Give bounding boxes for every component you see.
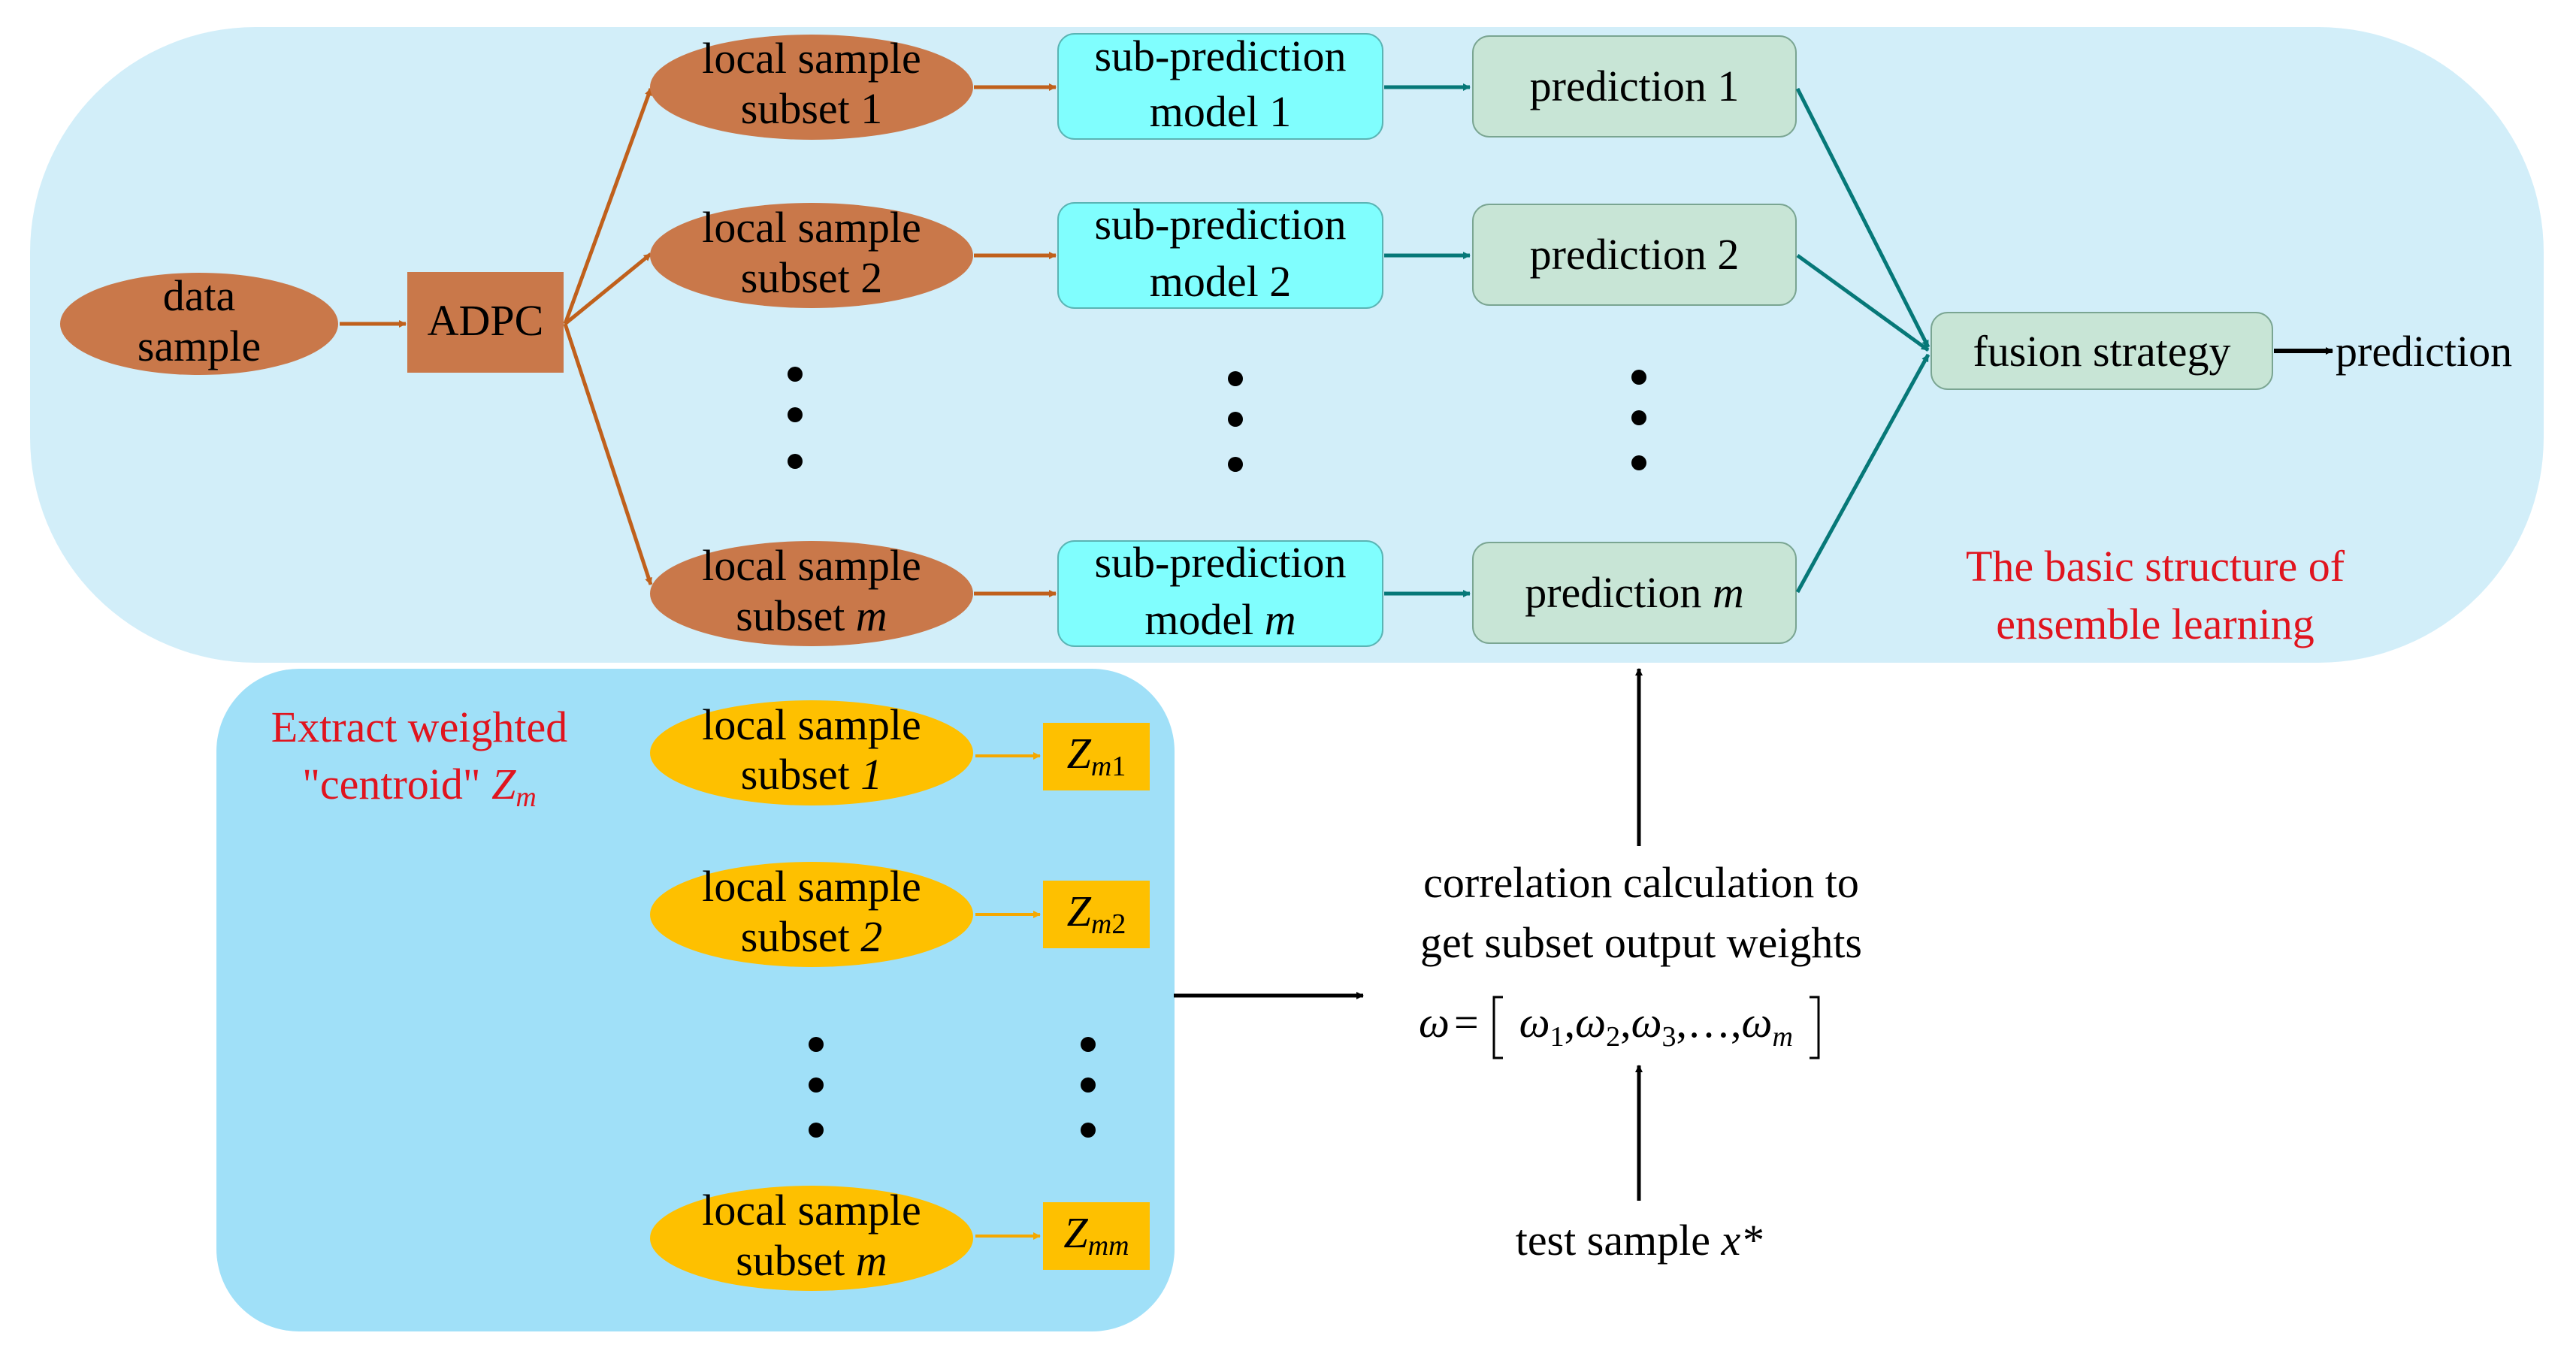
adpc-label: ADPC	[428, 296, 544, 345]
ensemble-subset-m: local sample subset m	[650, 541, 973, 646]
prediction-1-shape	[1472, 35, 1797, 138]
arrow-adpc-to-subset-2	[564, 252, 652, 325]
centroid-subset-1: local sample subset 1	[650, 700, 973, 805]
correlation-line1: correlation calculation to	[1423, 858, 1859, 907]
arrow-adpc-to-subset-1	[563, 88, 653, 325]
ensemble-caption-line2: ensemble learning	[1996, 600, 2314, 648]
prediction-m-label: prediction m	[1525, 568, 1744, 617]
centroid-subset-m: local sample subset m	[650, 1186, 973, 1291]
weight-formula: ω=ω1,ω2,ω3,…,ωm	[1419, 996, 1820, 1059]
centroid-caption-line2: "centroid" Zm	[302, 760, 537, 813]
z-box-m-label: Zmm	[1063, 1208, 1129, 1262]
z-box-2-label: Zm2	[1067, 887, 1126, 940]
ensemble-subset-m-line1: local sample	[702, 541, 921, 590]
ellipsis-dots-predictions	[1631, 370, 1646, 470]
centroid-subset-1-shape	[650, 700, 973, 805]
sub-prediction-model-m-shape	[1057, 540, 1383, 647]
ensemble-panel	[30, 27, 2544, 663]
centroid-subset-2-line1: local sample	[702, 862, 921, 911]
sub-prediction-model-m-line2: model m	[1144, 595, 1296, 644]
z-box-2: Zm2	[1043, 881, 1150, 948]
adpc-node: ADPC	[407, 272, 564, 373]
sub-prediction-model-2-line1: sub-prediction	[1094, 200, 1346, 249]
data-sample-label-line1: data	[163, 271, 236, 320]
centroid-subset-2-shape	[650, 862, 973, 967]
sub-prediction-model-2-shape	[1057, 202, 1383, 309]
arrow-prediction-1-to-fusion	[1795, 87, 1930, 349]
centroid-subset-m-shape	[650, 1186, 973, 1291]
ensemble-subset-1-line2: subset 1	[741, 84, 883, 133]
ensemble-subset-m-shape	[650, 541, 973, 646]
ellipsis-dots-models	[1228, 371, 1243, 472]
weight-formula-text: ω=ω1,ω2,ω3,…,ωm	[1419, 998, 1793, 1053]
sub-prediction-model-m: sub-prediction model m	[1057, 538, 1383, 647]
ensemble-subset-1-shape	[650, 35, 973, 140]
centroid-subset-2: local sample subset 2	[650, 862, 973, 967]
arrow-prediction-m-to-fusion	[1795, 353, 1930, 594]
sub-prediction-model-1-line1: sub-prediction	[1094, 32, 1346, 80]
ellipsis-dots-subsets	[788, 367, 803, 469]
sub-prediction-model-1-line2: model 1	[1150, 87, 1291, 136]
centroid-subset-m-line1: local sample	[702, 1186, 921, 1235]
ensemble-subset-2-line1: local sample	[702, 203, 921, 252]
correlation-line2: get subset output weights	[1420, 918, 1862, 967]
z-box-m-shape	[1043, 1202, 1150, 1270]
prediction-2-shape	[1472, 204, 1797, 306]
prediction-1-label: prediction 1	[1530, 62, 1740, 110]
fusion-strategy-node: fusion strategy	[1930, 312, 2273, 390]
prediction-m-node: prediction m	[1472, 542, 1797, 644]
final-prediction-label: prediction	[2336, 327, 2512, 376]
sub-prediction-model-1: sub-prediction model 1	[1057, 32, 1383, 140]
prediction-1-node: prediction 1	[1472, 35, 1797, 138]
centroid-panel	[216, 669, 1175, 1331]
centroid-subset-2-line2: subset 2	[741, 912, 883, 961]
centroid-subset-1-line2: subset 1	[741, 750, 883, 799]
z-box-1-shape	[1043, 723, 1150, 790]
z-box-m: Zmm	[1043, 1202, 1150, 1270]
data-sample-label-line2: sample	[138, 322, 261, 370]
prediction-m-shape	[1472, 542, 1797, 644]
prediction-2-label: prediction 2	[1530, 230, 1740, 279]
test-sample-label: test sample x*	[1516, 1216, 1763, 1265]
centroid-caption-line1: Extract weighted	[271, 703, 568, 751]
arrow-prediction-2-to-fusion	[1796, 253, 1930, 352]
z-box-1-label: Zm1	[1067, 729, 1126, 782]
ensemble-subset-2-shape	[650, 203, 973, 308]
fusion-strategy-shape	[1930, 312, 2273, 390]
weight-formula-left-bracket	[1492, 996, 1503, 1059]
adpc-shape	[407, 272, 564, 373]
centroid-subset-m-line2: subset m	[736, 1236, 887, 1285]
ensemble-subset-1: local sample subset 1	[650, 34, 973, 140]
centroid-subset-1-line1: local sample	[702, 700, 921, 749]
sub-prediction-model-m-line1: sub-prediction	[1094, 538, 1346, 587]
ellipsis-dots-centroid-z	[1081, 1037, 1096, 1138]
z-box-1: Zm1	[1043, 723, 1150, 790]
ensemble-subset-2-line2: subset 2	[741, 253, 883, 302]
ensemble-subset-m-line2: subset m	[736, 591, 887, 640]
ensemble-subset-2: local sample subset 2	[650, 203, 973, 308]
sub-prediction-model-2-line2: model 2	[1150, 257, 1291, 306]
prediction-2-node: prediction 2	[1472, 204, 1797, 306]
ensemble-subset-1-line1: local sample	[702, 34, 921, 83]
weight-formula-right-bracket	[1810, 996, 1820, 1059]
z-box-2-shape	[1043, 881, 1150, 948]
data-sample-shape	[60, 273, 338, 375]
sub-prediction-model-1-shape	[1057, 33, 1383, 140]
fusion-strategy-label: fusion strategy	[1973, 327, 2230, 376]
ensemble-caption-line1: The basic structure of	[1966, 542, 2345, 591]
data-sample-node: data sample	[60, 271, 338, 375]
arrow-adpc-to-subset-m	[563, 323, 653, 585]
sub-prediction-model-2: sub-prediction model 2	[1057, 200, 1383, 309]
ellipsis-dots-centroid-subsets	[809, 1037, 824, 1138]
